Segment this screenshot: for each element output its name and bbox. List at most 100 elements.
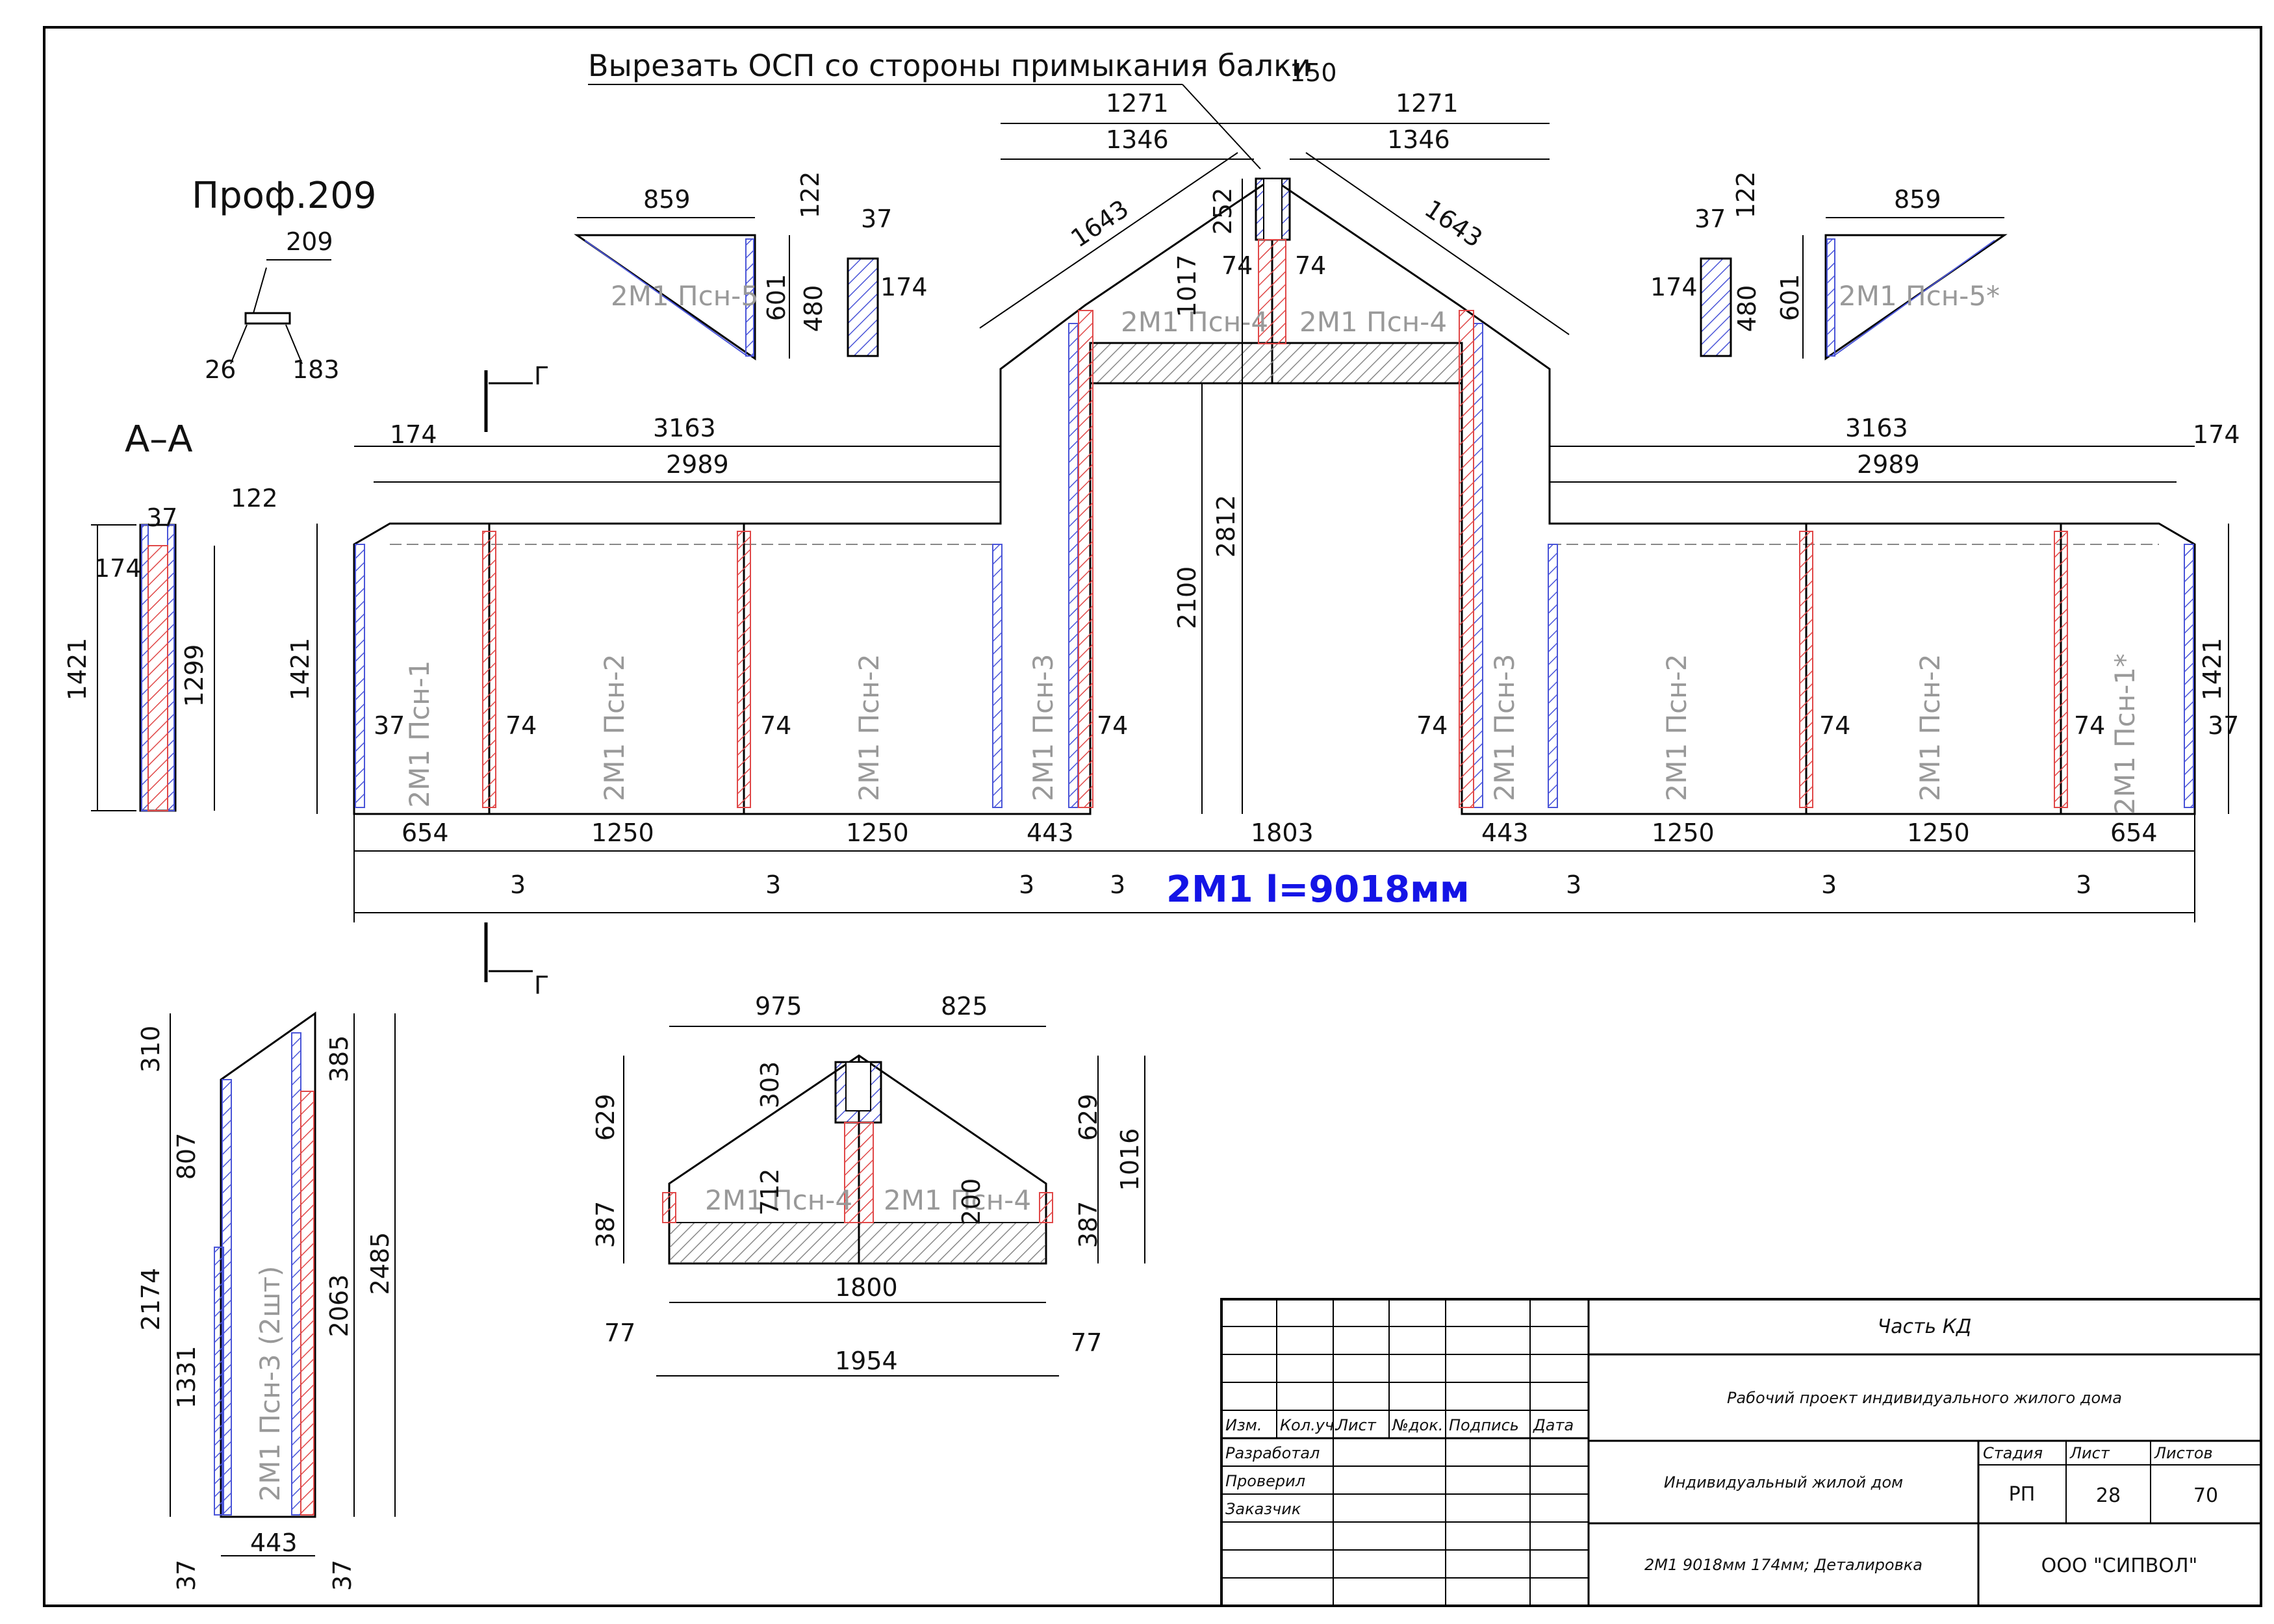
tri-right-dim-122: 122 <box>1731 171 1760 219</box>
main-dim-1271-right: 1271 <box>1396 89 1459 118</box>
main-dim-252: 252 <box>1208 188 1237 235</box>
gp-dim-303: 303 <box>756 1061 784 1109</box>
main-dim-74-f: 74 <box>2074 711 2105 740</box>
left-piece-psn3: 2М1 Псн-3 (2шт) 310 807 2174 1331 385 20… <box>136 1011 396 1591</box>
bottom-dim-1: 654 <box>402 818 449 847</box>
panel-label-psn1: 2М1 Псн-1 <box>403 660 435 807</box>
sheet-frame <box>43 26 2262 1607</box>
tri-right-dim-859: 859 <box>1894 185 1941 214</box>
tri-right-dim-174: 174 <box>1650 273 1698 301</box>
tri-right-dim-37: 37 <box>1694 205 1726 233</box>
main-dim-3163-right: 3163 <box>1845 414 1908 442</box>
tb-header-koluch: Кол.уч. <box>1280 1416 1339 1434</box>
tb-header-ndok: №док. <box>1391 1416 1443 1434</box>
triangle-psn5: 2М1 Псн-5 859 601 480 122 37 174 <box>574 171 928 361</box>
bottom-dim-9: 654 <box>2110 818 2158 847</box>
main-dim-2989-left: 2989 <box>666 450 729 479</box>
gap-dim-7: 3 <box>2076 870 2091 899</box>
tb-part: Часть КД <box>1878 1315 1972 1338</box>
aa-dim-1299: 1299 <box>180 644 209 707</box>
tri-left-dim-859: 859 <box>643 185 691 214</box>
main-dim-74-ridge-left: 74 <box>1221 251 1253 280</box>
gap-dim-1: 3 <box>510 870 526 899</box>
main-dim-74-ridge-right: 74 <box>1295 251 1326 280</box>
panel-label-psn3-left: 2М1 Псн-3 <box>1027 653 1059 801</box>
main-dim-74-b: 74 <box>760 711 791 740</box>
tb-role-checked: Проверил <box>1225 1472 1305 1490</box>
panel-label-psn4-right: 2М1 Псн-4 <box>1299 306 1447 338</box>
panel-label-psn2-d: 2М1 Псн-2 <box>1914 653 1946 801</box>
gp-dim-629-left: 629 <box>591 1094 620 1141</box>
tb-object: Индивидуальный жилой дом <box>1664 1473 1903 1491</box>
tb-header-podpis: Подпись <box>1449 1416 1519 1434</box>
profile-dim-209: 209 <box>286 227 333 256</box>
lp-dim-37-left: 37 <box>172 1560 201 1591</box>
aa-dim-37: 37 <box>146 503 177 532</box>
cut-note: Вырезать ОСП со стороны примыкания балки <box>588 48 1311 170</box>
cut-mark-top-label: Г <box>534 362 549 390</box>
main-dim-1346-left: 1346 <box>1106 125 1169 154</box>
profile-209: Проф.209 209 26 183 <box>192 175 376 384</box>
gable-piece: 2М1 Псн-4 2М1 Псн-4 975 825 303 712 200 … <box>591 992 1145 1377</box>
panel-label-psn5-star: 2М1 Псн-5* <box>1839 280 2000 312</box>
profile-title: Проф.209 <box>192 175 376 217</box>
main-dim-74-d: 74 <box>1416 711 1448 740</box>
main-dim-1271-left: 1271 <box>1106 89 1169 118</box>
lp-dim-2063: 2063 <box>325 1275 353 1338</box>
gp-dim-825: 825 <box>941 992 988 1021</box>
main-dim-1421-left: 1421 <box>286 638 314 701</box>
tb-stage: РП <box>2009 1483 2036 1506</box>
tb-sheet-header: Лист <box>2069 1444 2110 1462</box>
lp-dim-1331: 1331 <box>172 1346 201 1409</box>
main-dim-1643-right: 1643 <box>1420 194 1488 253</box>
tb-role-developed: Разработал <box>1225 1444 1320 1462</box>
tri-left-dim-37: 37 <box>861 205 892 233</box>
bottom-dim-4: 443 <box>1027 818 1074 847</box>
lp-dim-310: 310 <box>136 1026 165 1073</box>
tb-sheets: 70 <box>2193 1484 2218 1507</box>
panel-label-psn5: 2М1 Псн-5 <box>611 280 758 312</box>
lp-dim-37-right: 37 <box>328 1560 357 1591</box>
tb-project: Рабочий проект индивидуального жилого до… <box>1727 1389 2122 1407</box>
gp-dim-1800: 1800 <box>835 1273 898 1302</box>
gable-label-right: 2М1 Псн-4 <box>884 1184 1031 1216</box>
panel-label-psn2-b: 2М1 Псн-2 <box>853 653 885 801</box>
gp-dim-629-right: 629 <box>1074 1094 1103 1141</box>
panel-label-psn4-left: 2М1 Псн-4 <box>1121 306 1268 338</box>
profile-dim-183: 183 <box>292 355 340 384</box>
panel-label-psn3-right: 2М1 Псн-3 <box>1488 653 1520 801</box>
main-dim-37-right: 37 <box>2208 711 2239 740</box>
tri-left-dim-480: 480 <box>799 285 828 333</box>
cut-mark-bottom-label: Г <box>534 971 549 1000</box>
tb-sheet: 28 <box>2096 1484 2121 1507</box>
bottom-dim-2: 1250 <box>591 818 654 847</box>
aa-dim-1421: 1421 <box>63 638 92 701</box>
main-dim-1421-right: 1421 <box>2198 638 2227 701</box>
cut-mark-bottom: Г <box>484 922 549 1000</box>
bottom-dim-7: 1250 <box>1652 818 1715 847</box>
gap-dim-3: 3 <box>1019 870 1034 899</box>
main-dim-2989-right: 2989 <box>1857 450 1920 479</box>
panel-label-psn2-a: 2М1 Псн-2 <box>598 653 630 801</box>
gap-dim-2: 3 <box>765 870 781 899</box>
tri-right-dim-480: 480 <box>1733 285 1761 333</box>
main-dim-37-left: 37 <box>374 711 405 740</box>
tb-drawing: 2М1 9018мм 174мм; Деталировка <box>1644 1556 1923 1574</box>
lp-dim-2174: 2174 <box>136 1268 165 1331</box>
bottom-dim-6: 443 <box>1481 818 1529 847</box>
bottom-dim-3: 1250 <box>846 818 909 847</box>
lp-dim-807: 807 <box>172 1133 201 1180</box>
tb-header-izm: Изм. <box>1225 1416 1262 1434</box>
tri-left-dim-122: 122 <box>796 171 824 219</box>
gp-dim-387-right: 387 <box>1074 1201 1103 1249</box>
aa-dim-122: 122 <box>231 484 278 513</box>
gp-dim-387-left: 387 <box>591 1201 620 1249</box>
tb-role-customer: Заказчик <box>1225 1500 1301 1518</box>
tri-left-dim-601: 601 <box>762 274 791 322</box>
tb-header-list: Лист <box>1336 1416 1377 1434</box>
bottom-dim-8: 1250 <box>1907 818 1970 847</box>
panel-label-psn2-c: 2М1 Псн-2 <box>1661 653 1693 801</box>
section-aa-title: А–А <box>125 418 193 461</box>
main-dim-74-c: 74 <box>1097 711 1128 740</box>
lp-dim-443: 443 <box>250 1529 298 1557</box>
